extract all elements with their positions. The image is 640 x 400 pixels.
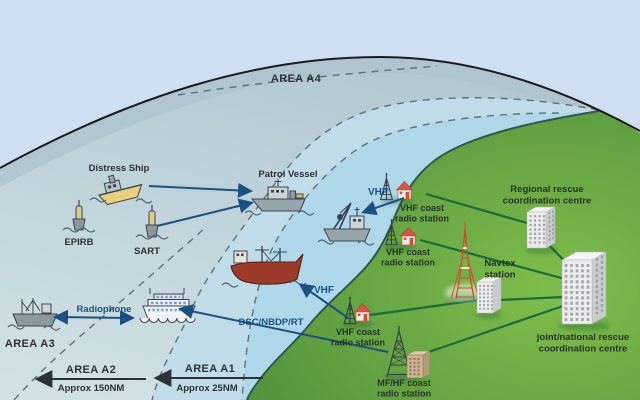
horizon-arc bbox=[0, 55, 640, 169]
svg-text:VHF coast: VHF coast bbox=[400, 203, 444, 213]
distress-ship-label: Distress Ship bbox=[89, 163, 150, 174]
svg-text:Regional rescue: Regional rescue bbox=[510, 184, 583, 195]
coastline bbox=[246, 110, 600, 400]
svg-text:radio station: radio station bbox=[377, 389, 431, 399]
arrow-sart-to-patrol bbox=[156, 198, 254, 227]
navtex-station-label: Navtex station bbox=[484, 258, 516, 281]
approx-150nm-label: Approx 150NM bbox=[58, 383, 125, 394]
svg-text:radio station: radio station bbox=[331, 338, 385, 348]
epirb-icon bbox=[62, 200, 96, 233]
navtex-station-building bbox=[476, 276, 502, 319]
crane-vessel-icon bbox=[317, 202, 375, 246]
link-vhf2-joint bbox=[419, 238, 566, 281]
svg-text:VHF coast: VHF coast bbox=[336, 327, 380, 337]
dashed-arc-a1 bbox=[241, 112, 560, 400]
patrol-vessel-icon bbox=[244, 179, 315, 216]
svg-text:joint/national rescue: joint/national rescue bbox=[536, 332, 629, 343]
link-navtex-joint bbox=[499, 295, 565, 302]
area-a1-label: AREA A1 bbox=[185, 363, 235, 375]
svg-text:VHF coast: VHF coast bbox=[386, 247, 430, 257]
mf-hf-station-building bbox=[406, 350, 431, 379]
link-vhf1-regional bbox=[425, 192, 535, 227]
dashed-arc-a2 bbox=[151, 97, 599, 400]
dashed-arc-a3 bbox=[13, 227, 206, 400]
distress-ship-icon bbox=[89, 174, 153, 206]
approx-25nm-label: Approx 25NM bbox=[176, 383, 237, 394]
joint-rcc-label: joint/national rescue coordination centr… bbox=[536, 332, 629, 355]
mf-hf-coast-station bbox=[384, 326, 431, 383]
arrow-mfhf-to-passenger-ship bbox=[178, 304, 389, 353]
arrow-vhf3-to-cargo-ship bbox=[298, 283, 349, 319]
epirb-label: EPIRB bbox=[64, 237, 93, 248]
sart-icon bbox=[135, 205, 169, 240]
vhf-coast-station-3-label: VHF coast radio station bbox=[331, 327, 385, 348]
vhf-label-top: VHF bbox=[368, 187, 388, 198]
svg-text:coordination centre: coordination centre bbox=[539, 344, 628, 355]
area-a2-label: AREA A2 bbox=[66, 364, 116, 376]
area-range-arrows bbox=[34, 369, 263, 388]
vhf-coast-station-3 bbox=[342, 296, 374, 328]
landmass bbox=[247, 111, 640, 400]
vhf-coast-station-2-label: VHF coast radio station bbox=[381, 247, 435, 268]
cargo-ship-red-icon bbox=[221, 246, 307, 288]
vhf-label-mid: VHF bbox=[314, 285, 334, 296]
dashed-arc-a4 bbox=[177, 65, 438, 96]
svg-text:MF/HF coast: MF/HF coast bbox=[377, 378, 431, 388]
cargo-ship-a3-icon bbox=[7, 298, 61, 331]
area-a4-band bbox=[0, 57, 640, 187]
arrow-radiophone bbox=[53, 309, 135, 326]
radiophone-label: Radiophone bbox=[77, 304, 132, 315]
vhf-coast-station-1-label: VHF coast radio station bbox=[395, 203, 449, 224]
area-a3-label: AREA A3 bbox=[5, 338, 55, 350]
link-mfhf-joint bbox=[413, 304, 564, 359]
passenger-ship-icon bbox=[139, 288, 196, 324]
area-a4-label: AREA A4 bbox=[271, 73, 322, 85]
regional-rcc-label: Regional rescue coordination centre bbox=[503, 184, 592, 207]
comm-arrows bbox=[53, 182, 405, 353]
vhf-coast-station-2 bbox=[384, 218, 417, 251]
sart-label: SART bbox=[134, 246, 160, 257]
svg-text:Navtex: Navtex bbox=[484, 258, 516, 269]
svg-text:coordination centre: coordination centre bbox=[503, 196, 592, 207]
svg-text:station: station bbox=[484, 270, 515, 281]
svg-text:radio station: radio station bbox=[381, 258, 435, 268]
regional-rcc-building bbox=[525, 206, 557, 254]
arrow-vhf1-to-crane-vessel bbox=[361, 197, 405, 216]
patrol-vessel-label: Patrol Vessel bbox=[258, 169, 317, 180]
svg-text:radio station: radio station bbox=[395, 214, 449, 224]
joint-rcc-building bbox=[558, 251, 610, 331]
arrow-distress-to-patrol bbox=[148, 182, 253, 198]
dsc-nbdp-rt-label: DSC/NBDP/RT bbox=[239, 317, 304, 328]
mf-hf-coast-station-label: MF/HF coast radio station bbox=[377, 378, 431, 399]
